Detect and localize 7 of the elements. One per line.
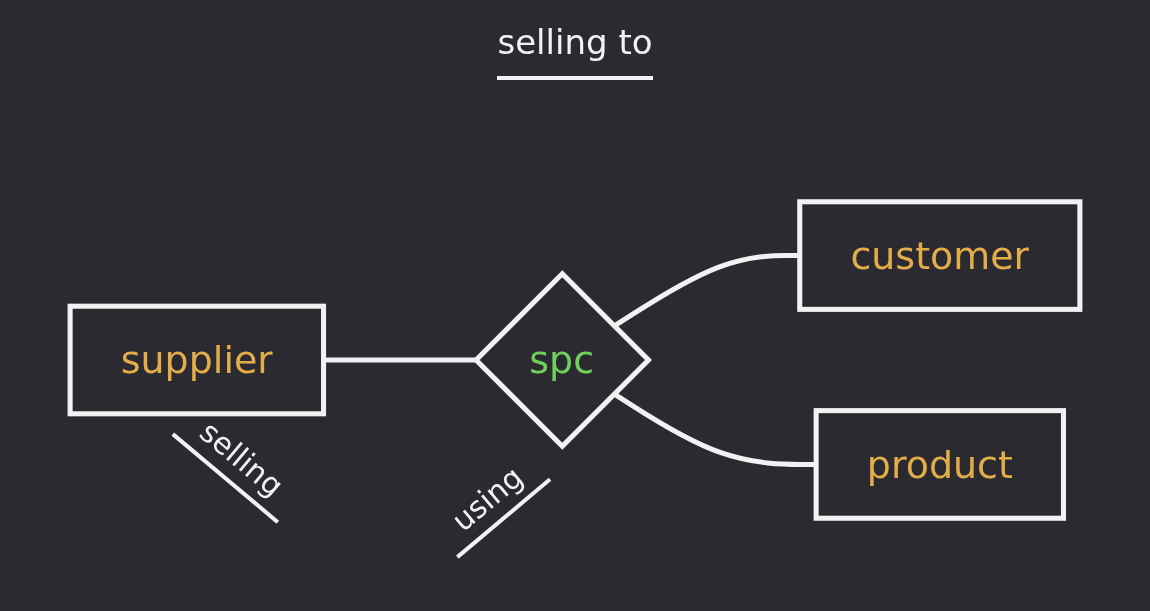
diagram-title: selling to: [497, 22, 653, 80]
connector: [323, 357, 476, 363]
node-box: supplier: [67, 303, 327, 417]
node-box: product: [813, 408, 1066, 521]
node-box: customer: [797, 199, 1083, 312]
node-diamond: spc: [472, 270, 653, 450]
connector: [612, 253, 800, 329]
